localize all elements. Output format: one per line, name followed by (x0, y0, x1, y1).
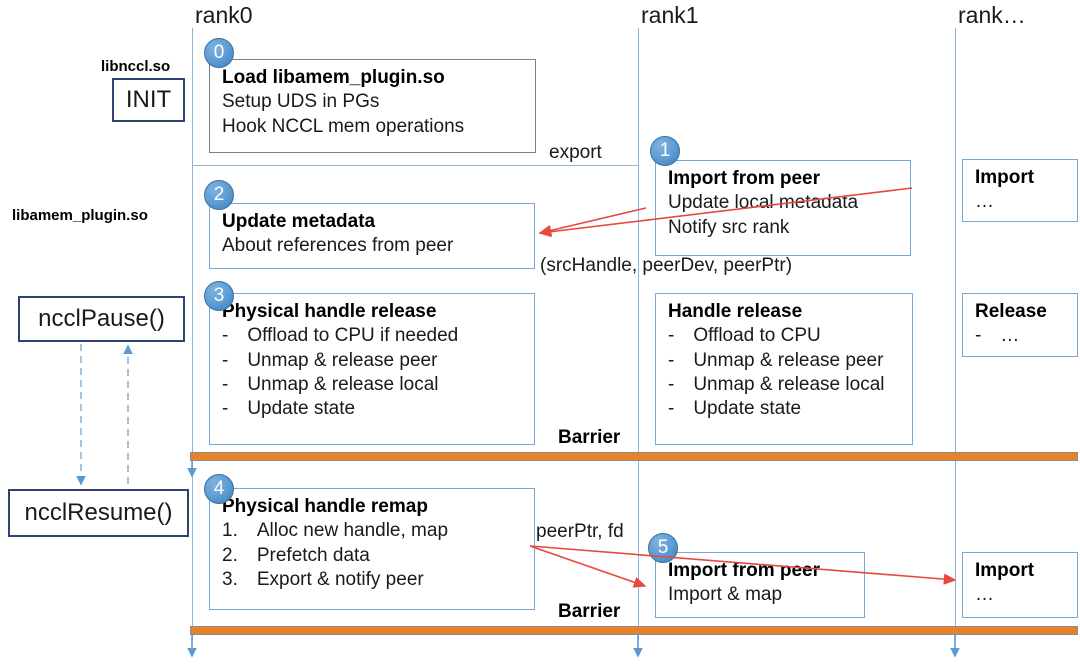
lifeline-rank1 (638, 28, 639, 640)
activity-title: Import (975, 167, 1035, 188)
activity-line: - Update state (222, 398, 356, 420)
activity-line: Setup UDS in PGs (222, 91, 380, 113)
activity-title: Load libamem_plugin.so (222, 67, 445, 88)
activity-line: Hook NCCL mem operations (222, 115, 465, 137)
activity-title: Handle release (668, 301, 803, 322)
module-label-libnccl: libnccl.so (101, 58, 171, 75)
step-badge-2: 2 (204, 180, 234, 210)
rank-label-rank0: rank0 (195, 2, 253, 28)
arrow-import-to-update-b (538, 207, 647, 236)
activity-title: Release (975, 301, 1047, 322)
activity-update-metadata[interactable]: Update metadata About references from pe… (209, 203, 535, 269)
activity-line: - … (975, 325, 1020, 347)
step-badge-1: 1 (650, 136, 680, 166)
activity-line: - Unmap & release peer (222, 349, 438, 371)
api-box-init[interactable]: INIT (112, 78, 185, 122)
activity-release-rankn[interactable]: Release - … (962, 293, 1078, 357)
activity-line: - Update state (668, 398, 802, 420)
lifeline-rankN (955, 28, 956, 640)
activity-load-plugin[interactable]: Load libamem_plugin.so Setup UDS in PGs … (209, 59, 536, 153)
activity-title: Physical handle release (222, 301, 437, 322)
activity-physical-handle-remap[interactable]: Physical handle remap 1. Alloc new handl… (209, 488, 535, 610)
export-connector-line (192, 165, 638, 166)
activity-line: Import & map (668, 584, 783, 606)
activity-line: - Unmap & release local (668, 373, 885, 395)
activity-import-from-peer-2[interactable]: Import from peer Import & map (655, 552, 865, 618)
activity-line: 1. Alloc new handle, map (222, 520, 449, 542)
lifeline-rank0 (192, 28, 193, 640)
rank-label-rank1: rank1 (641, 2, 699, 28)
activity-title: Import from peer (668, 168, 821, 189)
activity-line: Update local metadata (668, 192, 859, 214)
export-label: export (549, 142, 602, 163)
api-box-ncclresume[interactable]: ncclResume() (8, 489, 189, 537)
activity-physical-handle-release[interactable]: Physical handle release - Offload to CPU… (209, 293, 535, 445)
peer-ptr-fd-label: peerPtr, fd (536, 521, 624, 542)
step-badge-4: 4 (204, 474, 234, 504)
activity-line: - Offload to CPU if needed (222, 325, 459, 347)
activity-import-rankn-1[interactable]: Import … (962, 159, 1078, 222)
activity-line: … (975, 191, 994, 213)
activity-line: 3. Export & notify peer (222, 568, 424, 590)
activity-line: - Unmap & release local (222, 373, 439, 395)
api-box-ncclpause[interactable]: ncclPause() (18, 296, 185, 342)
step-badge-5: 5 (648, 533, 678, 563)
module-label-libamem-plugin: libamem_plugin.so (12, 207, 148, 224)
step-badge-0: 0 (204, 38, 234, 68)
activity-line: About references from peer (222, 235, 454, 257)
activity-import-from-peer-1[interactable]: Import from peer Update local metadata N… (655, 160, 911, 256)
activity-title: Import from peer (668, 560, 821, 581)
activity-title: Import (975, 560, 1035, 581)
activity-title: Update metadata (222, 211, 376, 232)
step-badge-3: 3 (204, 281, 234, 311)
activity-line: 2. Prefetch data (222, 544, 370, 566)
barrier-bar-top (190, 452, 1078, 461)
activity-handle-release[interactable]: Handle release - Offload to CPU - Unmap … (655, 293, 913, 445)
activity-import-rankn-2[interactable]: Import … (962, 552, 1078, 618)
activity-line: - Unmap & release peer (668, 349, 884, 371)
arrow-remap-to-import-rank1 (529, 545, 647, 588)
barrier-bar-bottom (190, 626, 1078, 635)
src-handle-tuple-label: (srcHandle, peerDev, peerPtr) (540, 255, 793, 276)
barrier-label-top: Barrier (558, 427, 621, 448)
barrier-label-bottom: Barrier (558, 601, 621, 622)
activity-line: Notify src rank (668, 216, 790, 238)
activity-line: - Offload to CPU (668, 325, 821, 347)
activity-title: Physical handle remap (222, 496, 428, 517)
rank-label-rankN: rank… (958, 2, 1026, 28)
activity-line: … (975, 584, 994, 606)
